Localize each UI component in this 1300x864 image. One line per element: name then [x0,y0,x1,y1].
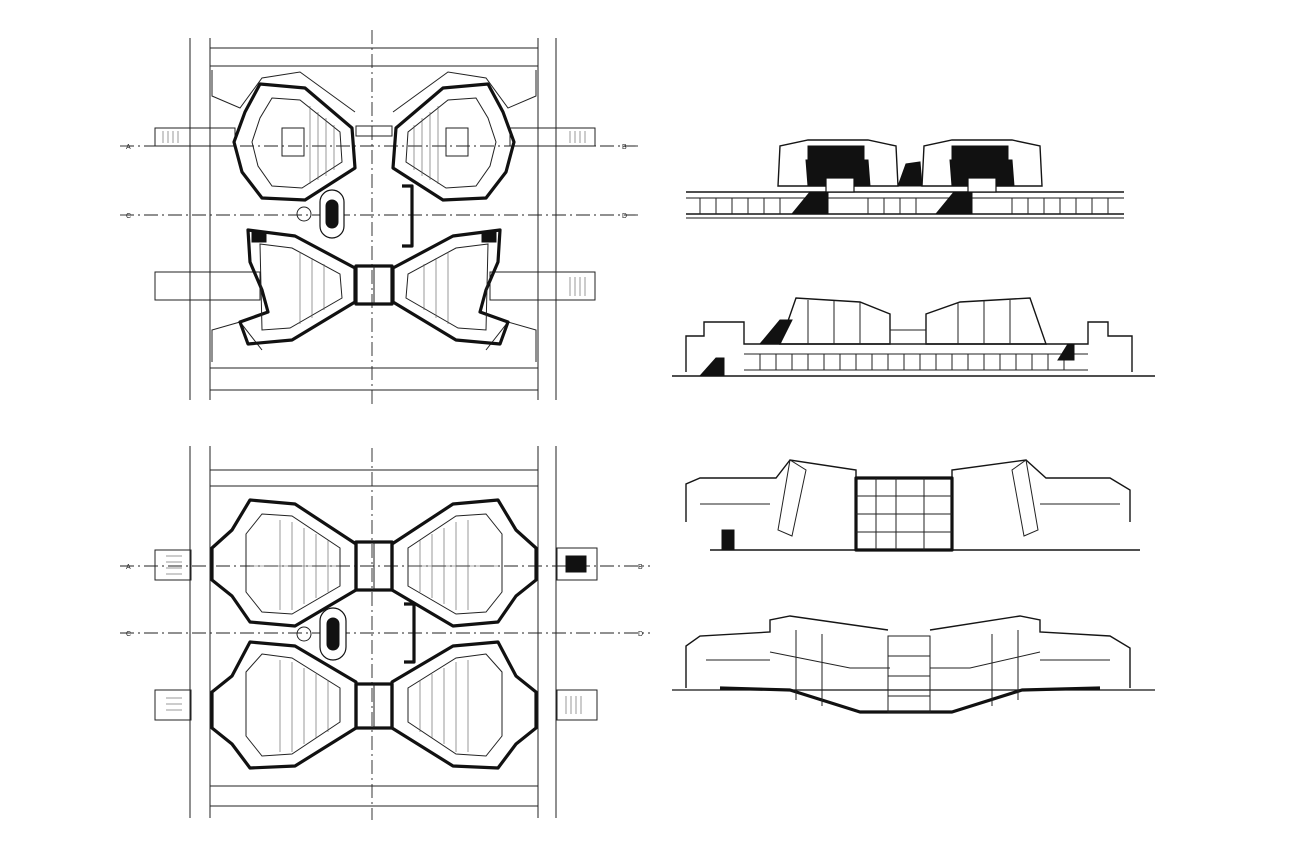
lower-floor-plan: A B C D [120,446,650,820]
section-marker-a-upper: A [126,144,131,151]
upper-floor-plan: A B C D [120,30,640,405]
section-marker-d-upper: D [622,213,627,220]
upper-plan-section-axes: A B C D [120,30,640,405]
upper-plan-bridges [154,127,596,301]
lower-plan-stair-towers [154,547,598,721]
section-marker-b-upper: B [622,144,627,151]
section-drawing-3 [685,459,1140,552]
upper-plan-central-core [296,125,414,306]
lower-plan-hall-top-left [210,498,358,628]
section-marker-b-lower: B [638,564,643,571]
section-marker-a-lower: A [126,564,131,571]
upper-plan-hall-top-left [232,82,357,202]
lower-plan-hall-bottom-left [210,640,358,770]
elevation-2-window-row [759,354,1065,370]
section-marker-d-lower: D [638,631,643,638]
upper-plan-hall-bottom-right [391,228,510,346]
lower-plan-central-core [296,540,416,730]
elevation-drawing-2 [672,297,1155,377]
elevation-drawing-1 [686,139,1124,219]
lower-plan-hall-bottom-right [390,640,538,770]
upper-plan-hall-bottom-left [238,228,357,346]
lower-plan-section-axes: A B C D [120,448,650,820]
lower-plan-site-frame [189,446,557,818]
section-marker-c-upper: C [126,213,131,220]
upper-plan-site-frame [189,38,557,400]
section-marker-c-lower: C [126,631,131,638]
elevation-1-window-row [699,198,1109,214]
lower-plan-hall-top-right [390,498,538,628]
section-drawing-4 [672,615,1155,714]
upper-plan-hall-top-right [391,82,516,202]
